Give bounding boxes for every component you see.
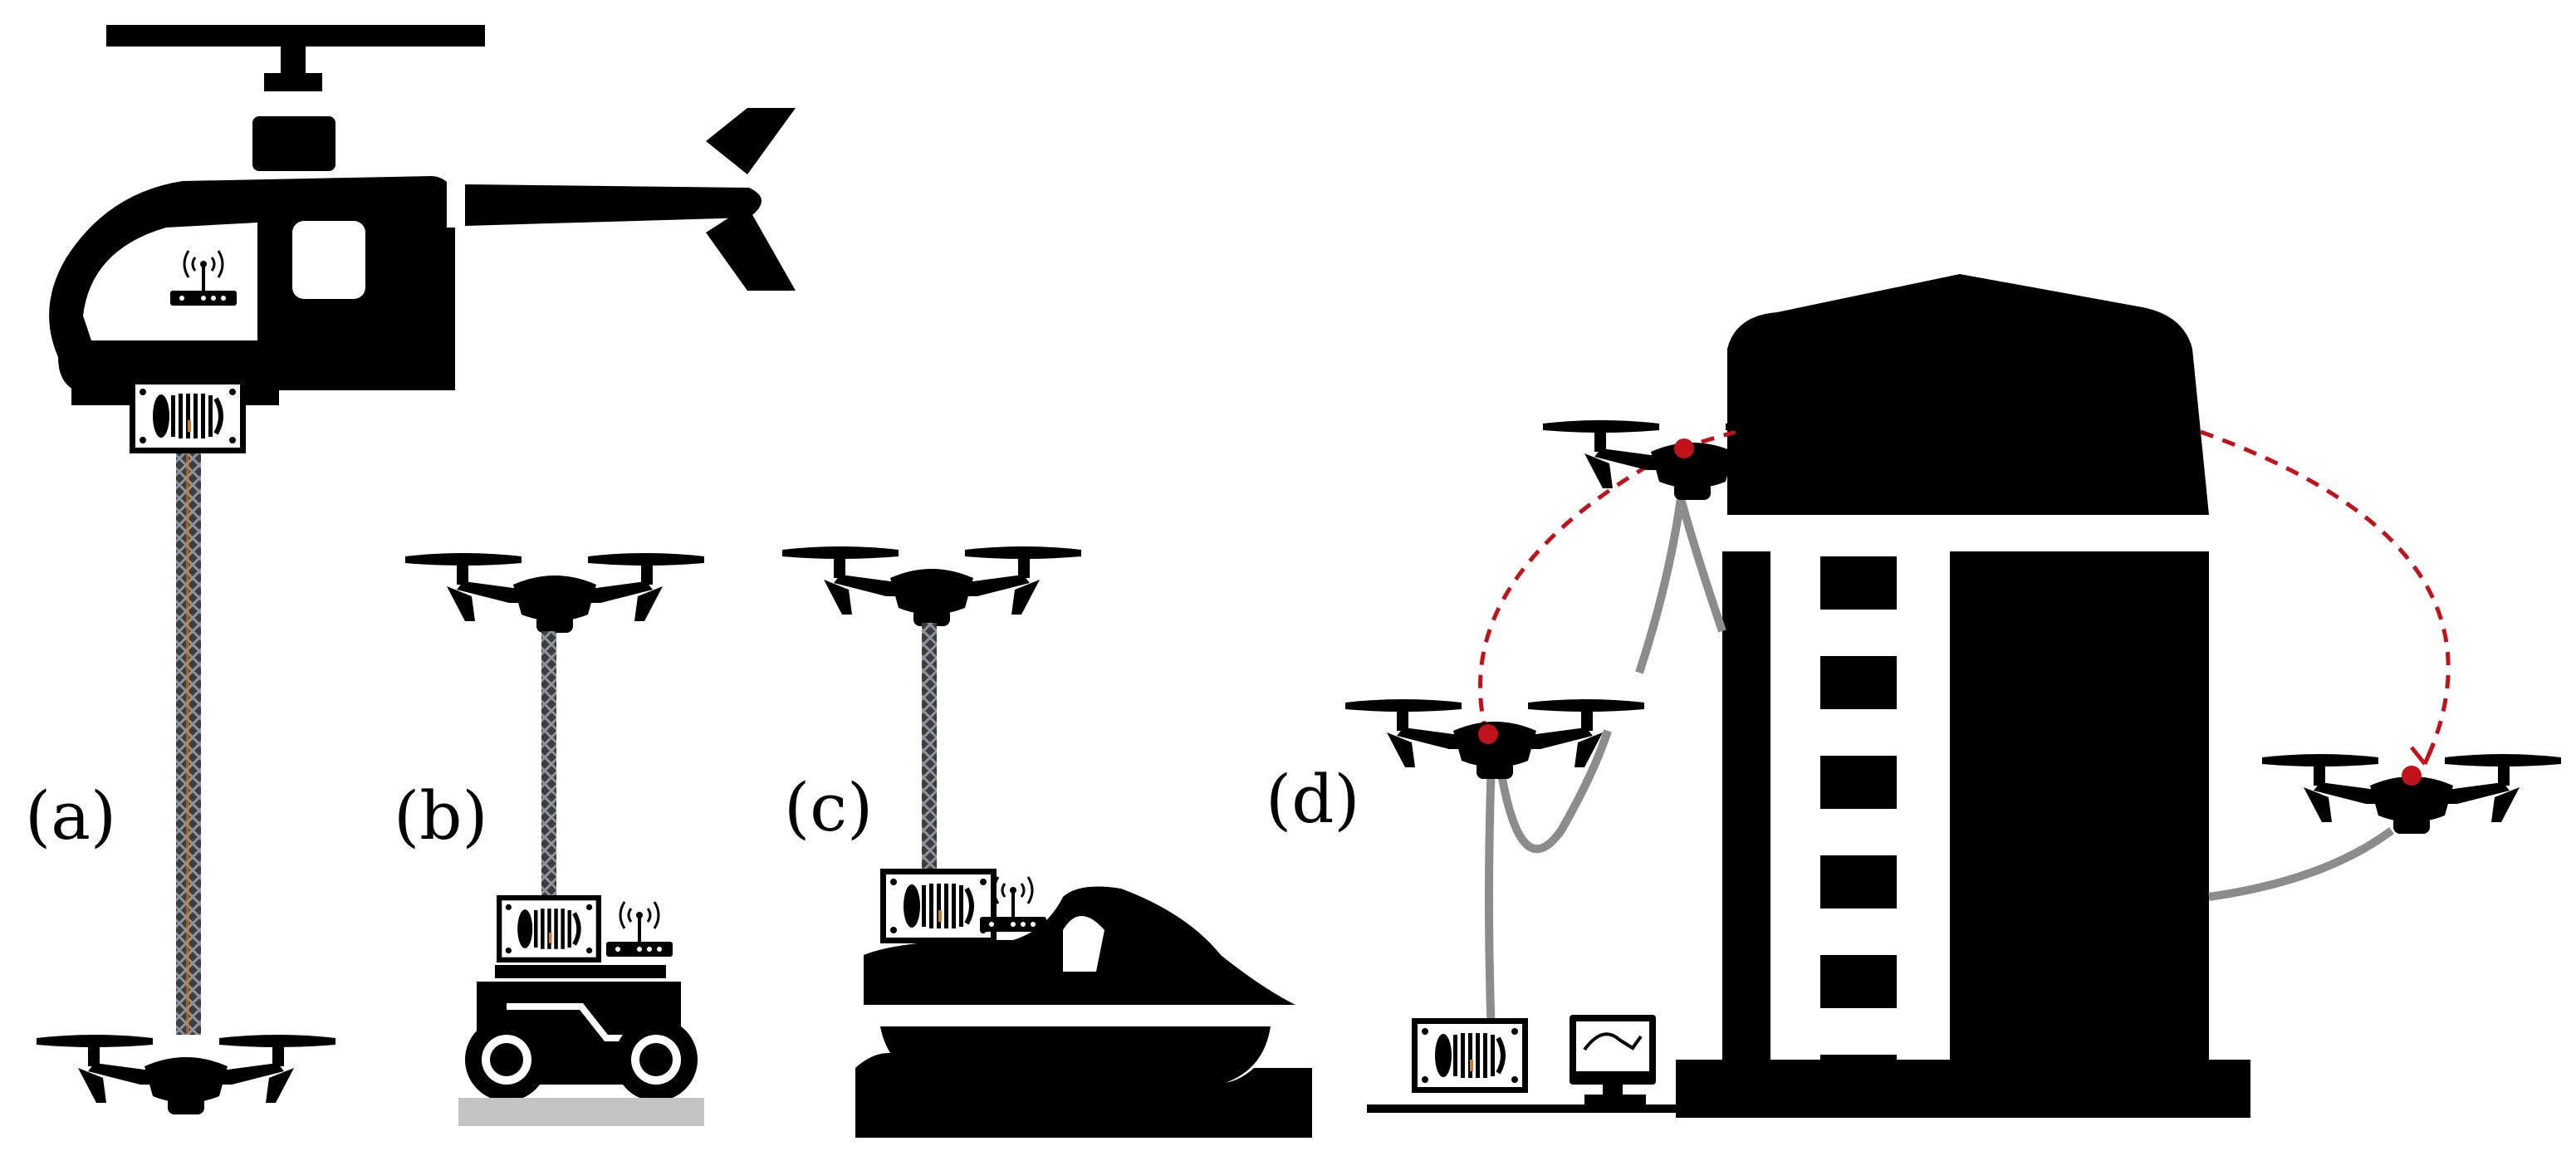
ground-line — [1367, 1104, 1682, 1113]
panel-c: (c) — [782, 546, 1312, 1138]
tether-cable — [1635, 497, 1726, 674]
label-d: (d) — [1266, 761, 1360, 838]
label-a: (a) — [25, 777, 116, 855]
tether-cable — [2208, 826, 2394, 901]
helicopter-icon — [49, 25, 796, 405]
tether-cable — [1496, 729, 1612, 854]
building-icon — [1676, 274, 2250, 1118]
wifi-router-icon — [605, 900, 674, 958]
tether-reel-icon — [130, 379, 246, 453]
tether-reel-icon — [497, 895, 601, 962]
drone-icon — [37, 1035, 335, 1114]
panel-b: (b) — [394, 553, 704, 1126]
tether-cable — [541, 631, 556, 905]
panel-d: (d) — [1266, 274, 2561, 1118]
ground-strip — [458, 1098, 704, 1126]
flight-path — [1478, 446, 1681, 735]
panel-a: (a) — [25, 25, 796, 1114]
tether-cable — [922, 623, 937, 874]
wave-icon — [855, 1053, 1312, 1138]
drone-icon — [782, 546, 1081, 626]
label-b: (b) — [394, 777, 488, 855]
tether-cable — [1485, 760, 1496, 1039]
monitor-icon — [1570, 1015, 1656, 1104]
drone-icon — [405, 553, 704, 633]
flight-path — [2200, 429, 2451, 766]
tether-reel-icon — [1412, 1018, 1528, 1093]
robot-car-icon — [465, 965, 698, 1101]
label-c: (c) — [784, 769, 873, 846]
tether-reel-icon — [880, 869, 997, 943]
